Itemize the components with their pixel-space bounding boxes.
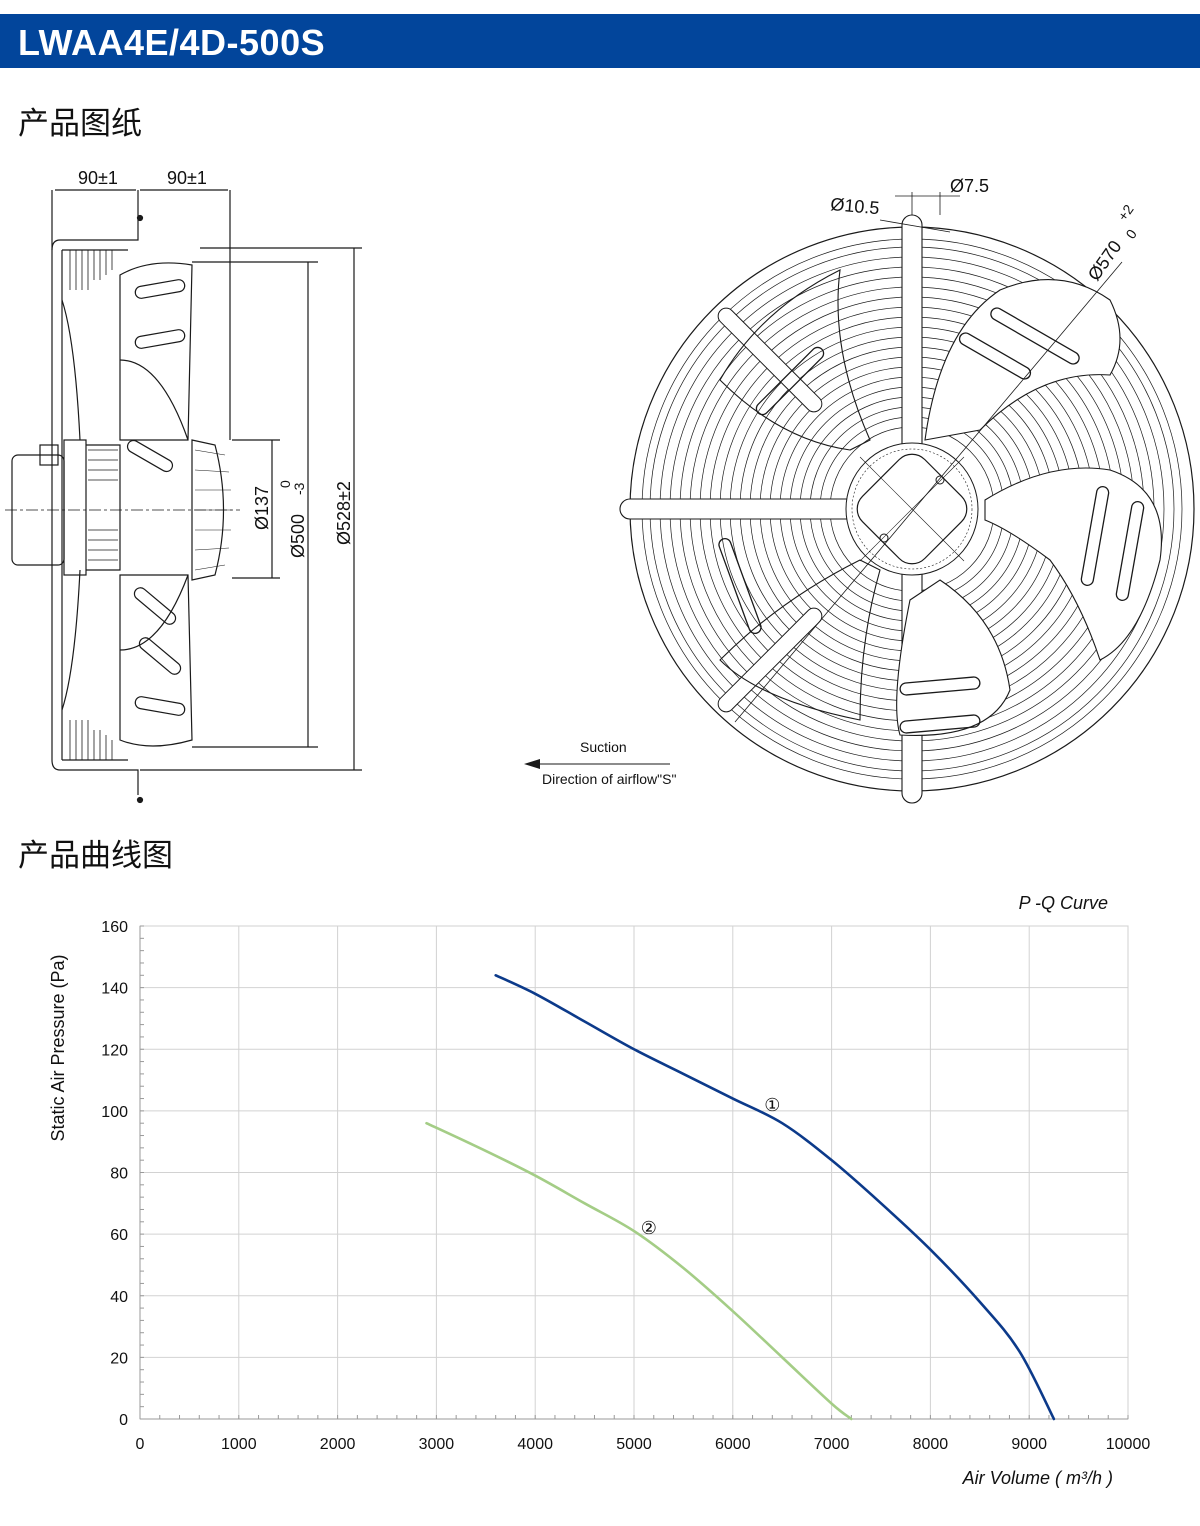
dim-528: Ø528±2: [334, 481, 354, 545]
front-view-labels: Ø10.5 Ø7.5 Ø570 +2 0 Suction Direction o…: [542, 176, 1140, 787]
front-view: [524, 192, 1195, 804]
airflow-label: Direction of airflow"S": [542, 771, 676, 787]
side-view: [5, 189, 362, 804]
series-line-2: [425, 1121, 853, 1421]
y-tick-label: 40: [110, 1289, 128, 1306]
dim-90-right: 90±1: [167, 168, 207, 188]
suction-label: Suction: [580, 739, 627, 755]
section-title-drawing: 产品图纸: [18, 106, 142, 142]
x-tick-label: 0: [136, 1436, 145, 1453]
dim-10-5: Ø10.5: [830, 194, 881, 218]
x-tick-label: 6000: [715, 1436, 751, 1453]
y-tick-label: 80: [110, 1166, 128, 1183]
y-tick-label: 60: [110, 1227, 128, 1244]
product-title: LWAA4E/4D-500S: [18, 22, 326, 63]
x-tick-label: 1000: [221, 1436, 257, 1453]
side-view-labels: 90±1 90±1 Ø137 Ø500 0 -3 Ø528±2: [78, 168, 354, 558]
x-tick-label: 10000: [1106, 1436, 1151, 1453]
dim-500: Ø500: [288, 514, 308, 558]
x-tick-label: 4000: [517, 1436, 553, 1453]
curve-label-1: ①: [764, 1095, 780, 1115]
series-line-1: [494, 974, 1056, 1421]
x-tick-label: 9000: [1011, 1436, 1047, 1453]
chart-grid: [139, 925, 1129, 1420]
y-tick-label: 100: [101, 1104, 128, 1121]
x-tick-label: 5000: [616, 1436, 652, 1453]
x-tick-label: 8000: [913, 1436, 949, 1453]
y-axis-label: Static Air Pressure (Pa): [48, 954, 68, 1141]
dim-90-left: 90±1: [78, 168, 118, 188]
chart-title: P -Q Curve: [1019, 893, 1108, 913]
curve-label-2: ②: [641, 1218, 657, 1238]
dim-500-tol-upper: 0: [277, 480, 293, 488]
technical-drawing: 90±1 90±1 Ø137 Ø500 0 -3 Ø528±2: [5, 168, 1195, 804]
dim-7-5: Ø7.5: [950, 176, 989, 196]
dim-500-tol-lower: -3: [291, 482, 307, 495]
dim-570-tol-upper: +2: [1114, 201, 1136, 223]
y-tick-label: 0: [119, 1412, 128, 1429]
y-tick-label: 20: [110, 1350, 128, 1367]
x-axis-label: Air Volume ( m³/h ): [962, 1468, 1113, 1488]
chart-series: [425, 974, 1056, 1421]
dim-137: Ø137: [252, 486, 272, 530]
x-tick-label: 2000: [320, 1436, 356, 1453]
title-bar: LWAA4E/4D-500S: [0, 14, 1200, 68]
section-title-curve: 产品曲线图: [18, 838, 173, 874]
chart-annotations: ①②: [641, 1095, 781, 1238]
y-tick-label: 140: [101, 981, 128, 998]
x-tick-label: 3000: [419, 1436, 455, 1453]
y-tick-label: 120: [101, 1042, 128, 1059]
x-tick-label: 7000: [814, 1436, 850, 1453]
y-tick-label: 160: [101, 919, 128, 936]
